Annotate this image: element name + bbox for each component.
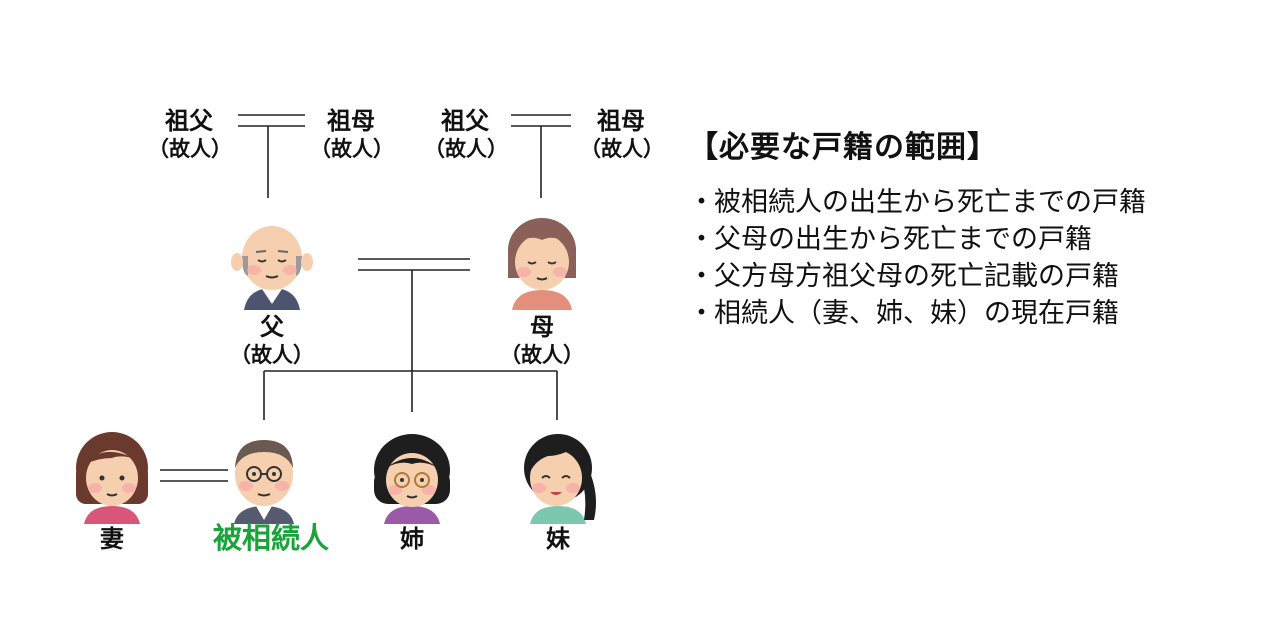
required-record-item: ・被相続人の出生から死亡までの戸籍 — [688, 184, 1268, 221]
required-record-item: ・相続人（妻、姉、妹）の現在戸籍 — [688, 295, 1268, 332]
father-portrait — [231, 226, 313, 310]
mother-label: 母 （故人） — [500, 312, 584, 368]
bullet-mark: ・ — [688, 224, 715, 255]
wife-label: 妻 — [100, 525, 124, 553]
father-status: （故人） — [230, 343, 314, 367]
paternal-grandmother-name: 祖母 — [327, 107, 375, 135]
maternal-grandfather-label: 祖父 （故人） — [424, 106, 508, 162]
bullet-mark: ・ — [688, 187, 715, 218]
bullet-mark: ・ — [688, 261, 715, 292]
mother-name: 母 — [530, 313, 554, 341]
maternal-grandmother-name: 祖母 — [597, 107, 645, 135]
father-name: 父 — [260, 313, 284, 341]
maternal-grandfather-status: （故人） — [424, 137, 508, 161]
maternal-grandfather-name: 祖父 — [441, 107, 489, 135]
elder-sister-portrait — [374, 434, 450, 524]
mother-status: （故人） — [500, 343, 584, 367]
paternal-grandfather-label: 祖父 （故人） — [148, 106, 232, 162]
required-record-item: ・父母の出生から死亡までの戸籍 — [688, 221, 1268, 258]
decedent-label: 被相続人 — [212, 521, 329, 555]
elder-sister-label: 姉 — [400, 525, 424, 553]
paternal-grandmother-status: （故人） — [310, 137, 394, 161]
younger-sister-portrait — [524, 434, 596, 524]
required-records-list: ・被相続人の出生から死亡までの戸籍・父母の出生から死亡までの戸籍・父方母方祖父母… — [688, 184, 1268, 332]
required-record-item: ・父方母方祖父母の死亡記載の戸籍 — [688, 258, 1268, 295]
paternal-grandfather-status: （故人） — [148, 137, 232, 161]
younger-sister-label: 妹 — [546, 525, 570, 553]
father-label: 父 （故人） — [230, 312, 314, 368]
required-record-text: 被相続人の出生から死亡までの戸籍 — [714, 187, 1146, 218]
required-record-text: 父方母方祖父母の死亡記載の戸籍 — [714, 261, 1119, 292]
mother-portrait — [508, 218, 576, 310]
paternal-grandmother-label: 祖母 （故人） — [310, 106, 394, 162]
decedent-portrait — [234, 440, 294, 524]
paternal-grandfather-name: 祖父 — [165, 107, 213, 135]
required-record-text: 相続人（妻、姉、妹）の現在戸籍 — [714, 298, 1119, 329]
wife-portrait — [76, 432, 148, 524]
bullet-mark: ・ — [688, 298, 715, 329]
maternal-grandmother-label: 祖母 （故人） — [580, 106, 664, 162]
panel-title: 【必要な戸籍の範囲】 — [688, 130, 998, 165]
required-records-panel: 【必要な戸籍の範囲】 ・被相続人の出生から死亡までの戸籍・父母の出生から死亡まで… — [688, 122, 1268, 332]
required-record-text: 父母の出生から死亡までの戸籍 — [714, 224, 1092, 255]
maternal-grandmother-status: （故人） — [580, 137, 664, 161]
